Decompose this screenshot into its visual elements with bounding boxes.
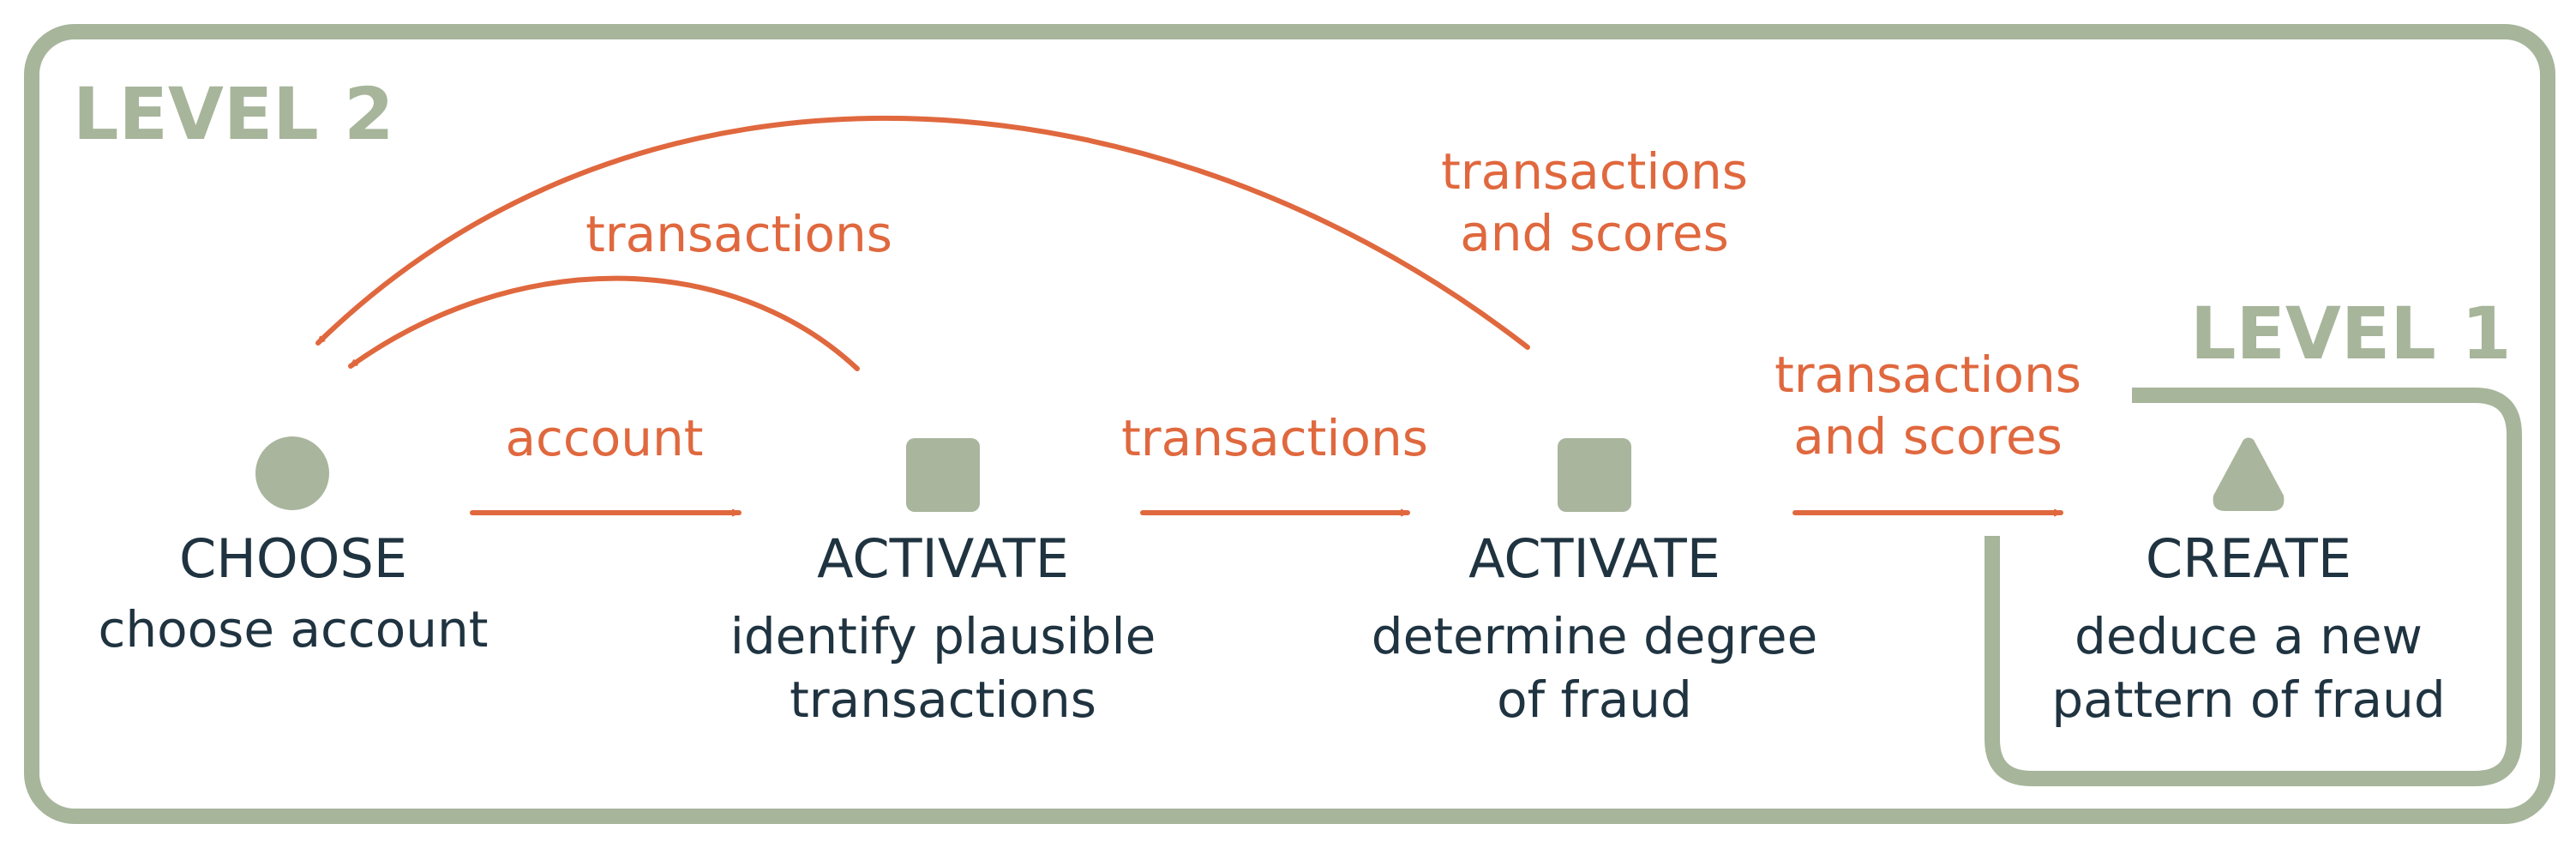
stage-title-create: CREATE: [2146, 527, 2351, 590]
choose-circle-icon: [255, 436, 329, 510]
stage-desc-activate-2-line-2: of fraud: [1497, 671, 1692, 729]
level-2-frame: [24, 24, 2555, 824]
flow-label-transactions-scores-right-line-2: and scores: [1793, 407, 2063, 466]
create-triangle-icon: [2213, 437, 2285, 511]
stage-title-activate-1: ACTIVATE: [817, 527, 1069, 590]
stage-desc-create-line-1: deduce a new: [2075, 607, 2423, 665]
activate-square-icon-2: [1558, 438, 1631, 512]
flow-label-transactions-back: transactions: [585, 205, 892, 263]
stage-desc-choose: choose account: [98, 600, 488, 659]
stage-title-activate-2: ACTIVATE: [1468, 527, 1720, 590]
stage-desc-activate-1-line-2: transactions: [790, 671, 1096, 729]
stage-desc-activate-1-line-1: identify plausible: [730, 607, 1156, 665]
flow-label-transactions-scores-right-line-1: transactions: [1774, 346, 2081, 404]
flow-label-account: account: [505, 409, 703, 467]
level-1-label: LEVEL 1: [2190, 292, 2512, 376]
activate-square-icon-1: [906, 438, 980, 512]
level-1-frame: [1985, 388, 2522, 786]
arrow-transactions-back: [348, 275, 860, 371]
arrow-transactions-scores-back: [315, 115, 1530, 350]
flow-label-transactions-scores-back-line-2: and scores: [1460, 204, 1729, 262]
flow-label-transactions-mid: transactions: [1121, 409, 1428, 467]
stage-desc-activate-2-line-1: determine degree: [1372, 607, 1818, 665]
level-2-label: LEVEL 2: [73, 72, 394, 156]
stage-title-choose: CHOOSE: [179, 527, 407, 590]
stage-desc-create-line-2: pattern of fraud: [2051, 671, 2445, 729]
flow-label-transactions-scores-back-line-1: transactions: [1441, 142, 1748, 201]
